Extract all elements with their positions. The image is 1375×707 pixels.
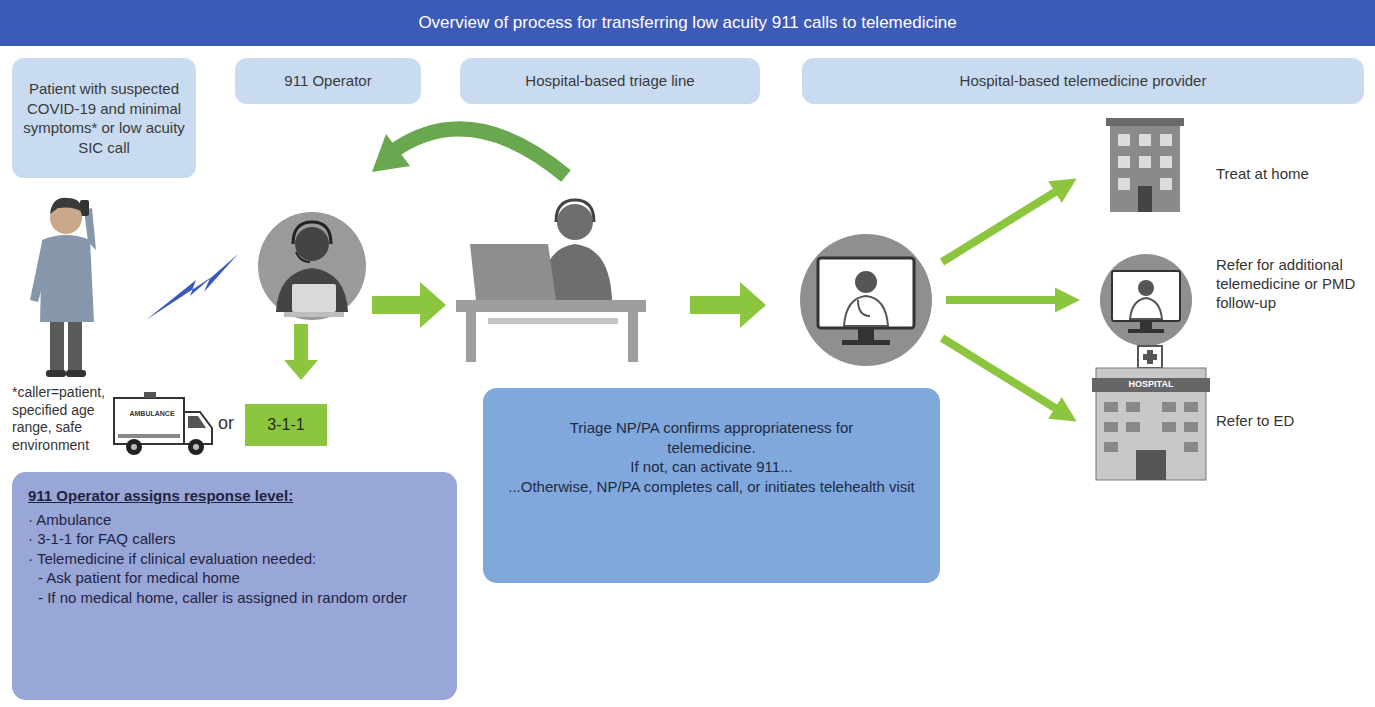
telemedicine-icon — [800, 234, 932, 366]
node-text: If not, can activate 911... — [497, 457, 926, 477]
sign-text: HOSPITAL — [1094, 379, 1208, 390]
note-box: 911 Operator assigns response level: · Am… — [12, 472, 457, 700]
outcome-label: Refer for additional telemedicine or PMD… — [1216, 256, 1366, 312]
flow-arrow — [690, 282, 766, 328]
node-text: · 3-1-1 for FAQ callers — [28, 529, 441, 549]
header-box: Patient with suspected COVID-19 and mini… — [12, 58, 196, 178]
triage-desk-icon — [456, 200, 646, 362]
node-text: 911 Operator assigns response level: — [28, 486, 441, 506]
node-text: - If no medical home, caller is assigned… — [28, 588, 441, 608]
home-building-icon — [1106, 118, 1184, 212]
outcome-label: Refer to ED — [1216, 412, 1366, 431]
ambulance-icon — [114, 392, 212, 455]
flow-arrow — [946, 296, 1070, 304]
patient-figure — [30, 198, 96, 377]
connector-word: or — [218, 412, 242, 435]
note-text: *caller=patient, specified age range, sa… — [12, 384, 116, 454]
title-bar: Overview of process for transferring low… — [0, 0, 1375, 46]
node-text: Patient with suspected COVID-19 and mini… — [20, 79, 188, 157]
vehicle-text: AMBULANCE — [124, 410, 180, 419]
return-arrow — [392, 129, 566, 176]
operator-icon — [258, 212, 366, 320]
note-box: Triage NP/PA confirms appropriateness fo… — [483, 388, 940, 583]
node-text: Triage NP/PA confirms appropriateness fo… — [562, 418, 862, 457]
flow-arrow — [942, 184, 1068, 262]
node-text: ...Otherwise, NP/PA completes call, or i… — [497, 477, 926, 497]
flow-arrow — [942, 338, 1068, 416]
signal-bolt — [146, 254, 238, 320]
node-text: 3-1-1 — [267, 415, 304, 436]
node-text: - Ask patient for medical home — [28, 568, 441, 588]
node-text: Hospital-based telemedicine provider — [960, 71, 1207, 91]
outcome-label: Treat at home — [1216, 165, 1366, 184]
node-text: Hospital-based triage line — [525, 71, 694, 91]
header-box: Hospital-based telemedicine provider — [802, 58, 1364, 104]
node-text: · Telemedicine if clinical evaluation ne… — [28, 549, 441, 569]
header-box: 911 Operator — [235, 58, 421, 104]
response-box: 3-1-1 — [245, 404, 327, 446]
node-text: 911 Operator — [284, 71, 371, 91]
telemedicine-icon — [1100, 254, 1192, 346]
hospital-icon — [1092, 346, 1210, 480]
node-text: · Ambulance — [28, 510, 441, 530]
flow-arrow — [284, 324, 318, 380]
header-box: Hospital-based triage line — [460, 58, 760, 104]
flow-arrow — [372, 282, 446, 328]
return-arrowhead — [372, 134, 410, 172]
